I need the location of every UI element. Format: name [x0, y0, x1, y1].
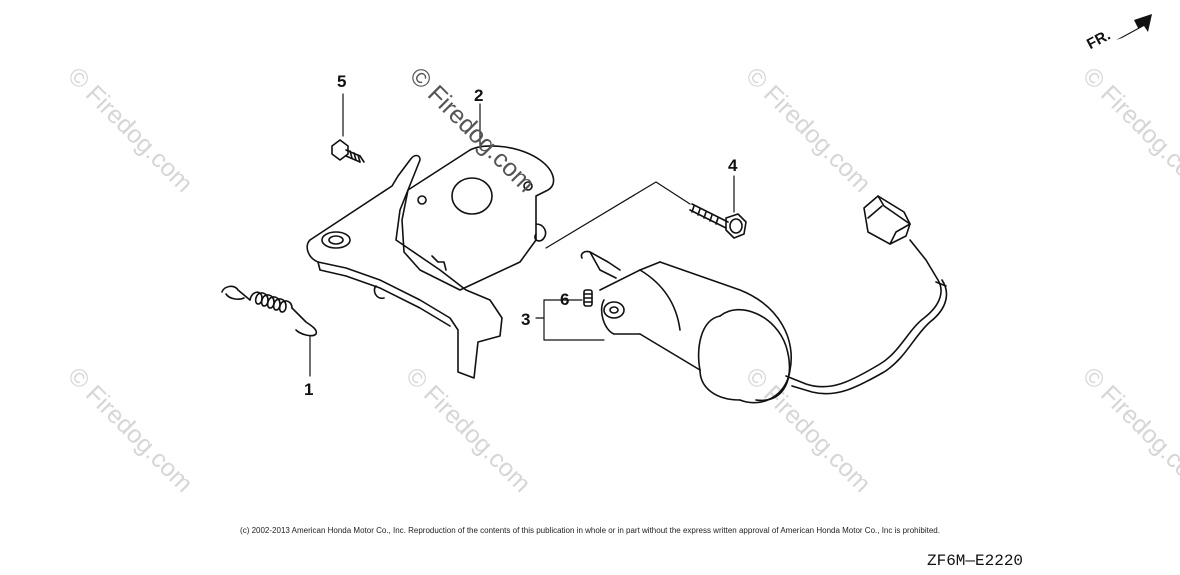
callout-1: 1 [304, 380, 314, 399]
callout-5: 5 [337, 72, 347, 91]
bolt-part-5 [331, 139, 365, 163]
bolt-part-4 [689, 203, 747, 239]
front-direction-arrow-icon [1116, 14, 1152, 40]
spring-part-1 [221, 285, 318, 337]
copyright-notice: (c) 2002-2013 American Honda Motor Co., … [240, 526, 940, 535]
diagram-code: ZF6M—E2220 [927, 552, 1024, 570]
callout-3: 3 [521, 310, 531, 329]
callout-4: 4 [728, 156, 738, 175]
callout-6: 6 [560, 290, 570, 309]
bracket-part-2 [306, 145, 555, 379]
pin-part-6 [583, 289, 593, 307]
leader-lines [309, 93, 735, 377]
callout-2: 2 [474, 86, 484, 105]
solenoid-part-3 [580, 195, 948, 404]
